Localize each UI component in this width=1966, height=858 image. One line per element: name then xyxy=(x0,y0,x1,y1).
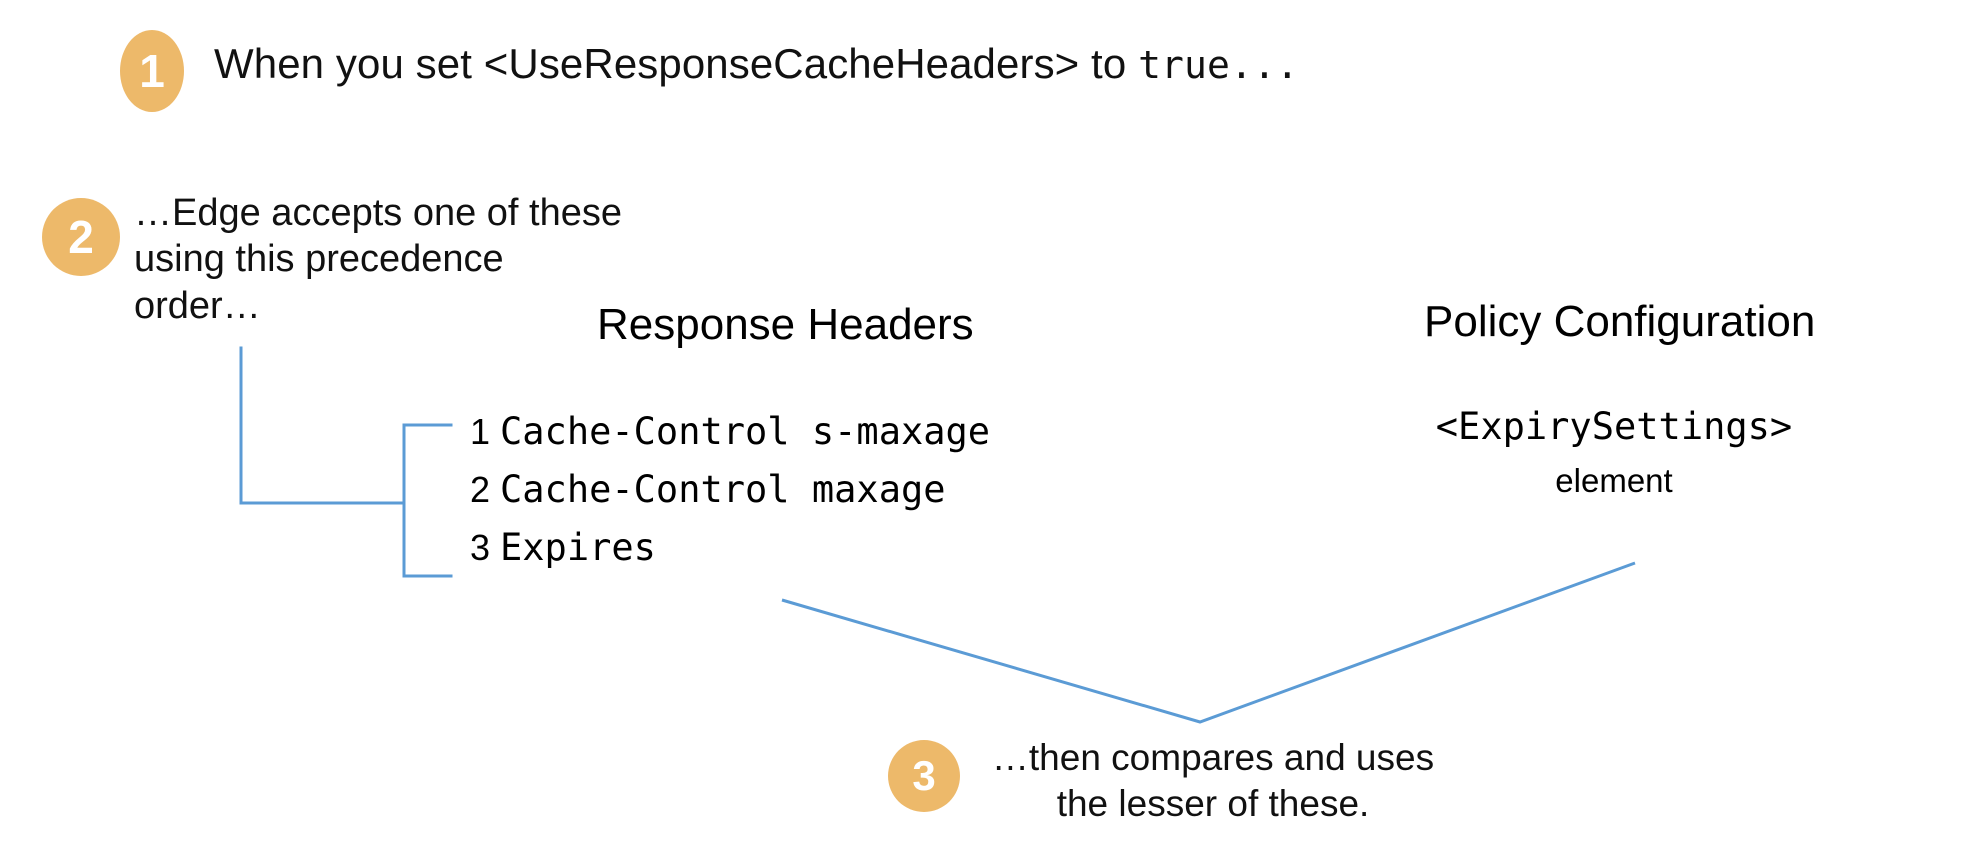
expiry-settings-element-label: element xyxy=(1555,462,1673,499)
step-2-caption: …Edge accepts one of these using this pr… xyxy=(134,192,622,327)
step-1-number: 1 xyxy=(139,45,165,97)
precedence-list-item: 3 Expires xyxy=(470,526,990,584)
step-2-badge: 2 xyxy=(42,198,120,276)
step-2-number: 2 xyxy=(68,211,94,263)
precedence-list: 1 Cache-Control s-maxage 2 Cache-Control… xyxy=(470,410,990,584)
step-1-caption-lead: When you set <UseResponseCacheHeaders> t… xyxy=(214,40,1139,87)
step-1-badge: 1 xyxy=(120,30,184,112)
step2-to-list-connector xyxy=(239,346,406,505)
policy-configuration-heading: Policy Configuration xyxy=(1424,297,1816,346)
precedence-rank: 3 xyxy=(470,527,491,568)
step-3-badge: 3 xyxy=(888,740,960,812)
precedence-list-bracket xyxy=(402,423,453,578)
precedence-header-name: Expires xyxy=(500,526,656,569)
precedence-list-item: 2 Cache-Control maxage xyxy=(470,468,990,526)
compare-merge-connector xyxy=(781,561,1636,724)
precedence-header-name: Cache-Control s-maxage xyxy=(500,410,991,453)
precedence-list-item: 1 Cache-Control s-maxage xyxy=(470,410,990,468)
response-headers-heading: Response Headers xyxy=(597,300,974,349)
step-1-caption: When you set <UseResponseCacheHeaders> t… xyxy=(214,40,1299,88)
precedence-header-name: Cache-Control maxage xyxy=(500,468,946,511)
step-3-number: 3 xyxy=(912,752,936,799)
step-3-caption: …then compares and uses the lesser of th… xyxy=(991,737,1435,824)
step-1-caption-code: true... xyxy=(1138,43,1299,87)
precedence-rank: 1 xyxy=(470,411,491,452)
expiry-settings-element-name: <ExpirySettings> xyxy=(1435,405,1793,448)
precedence-rank: 2 xyxy=(470,469,491,510)
